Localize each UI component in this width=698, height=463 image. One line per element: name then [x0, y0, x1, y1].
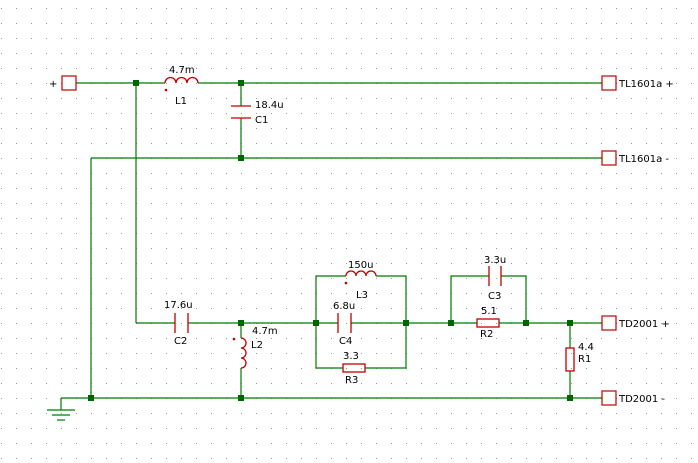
- wire: [501, 275, 527, 323]
- capacitor-C1-icon[interactable]: [231, 105, 251, 119]
- R3-ref: R3: [345, 375, 358, 386]
- C1-ref: C1: [255, 115, 268, 126]
- port-tl1601a-plus[interactable]: [601, 75, 617, 91]
- resistor-R2-icon[interactable]: [476, 318, 500, 328]
- L1-ref: L1: [175, 96, 187, 107]
- L2-ref: L2: [251, 340, 263, 351]
- port-label-tl1601a-plus: TL1601a +: [618, 79, 674, 90]
- polarity-dot: [232, 337, 236, 341]
- C2-ref: C2: [174, 336, 187, 347]
- R2-ref: R2: [480, 329, 493, 340]
- junction-dot: [133, 80, 139, 86]
- wires: [61, 82, 602, 399]
- inductor-L1-icon[interactable]: [164, 76, 199, 84]
- C1-value: 18.4u: [255, 100, 284, 111]
- grid-dots: [1, 8, 692, 459]
- wire: [450, 275, 489, 323]
- junction-dot: [448, 320, 454, 326]
- R1-value: 4.4: [578, 342, 594, 353]
- junction-dot: [238, 320, 244, 326]
- L1-value: 4.7m: [169, 65, 195, 76]
- junction-dot: [238, 80, 244, 86]
- L3-value: 150u: [348, 260, 373, 271]
- junction-dot: [403, 320, 409, 326]
- wire: [376, 275, 407, 323]
- components: [164, 76, 575, 373]
- port-tl1601a-minus[interactable]: [601, 150, 617, 166]
- junction-dot: [238, 155, 244, 161]
- R3-value: 3.3: [343, 351, 359, 362]
- inductor-L3-icon[interactable]: [345, 270, 377, 277]
- port-label-tl1601a-minus: TL1601a -: [618, 154, 669, 165]
- ground-icon: [47, 398, 75, 421]
- port-label-td2001-minus: TD2001 -: [618, 394, 665, 405]
- inductor-L2-icon[interactable]: [240, 337, 247, 369]
- resistor-R1-icon[interactable]: [565, 347, 575, 372]
- port-label-input-plus: +: [49, 79, 57, 90]
- junctions: [88, 80, 573, 401]
- junction-dot: [88, 395, 94, 401]
- polarity-dots: [164, 88, 348, 341]
- C3-value: 3.3u: [484, 255, 506, 266]
- C4-ref: C4: [339, 336, 352, 347]
- junction-dot: [238, 395, 244, 401]
- junction-dot: [567, 395, 573, 401]
- L2-value: 4.7m: [252, 326, 278, 337]
- junction-dot: [567, 320, 573, 326]
- capacitor-C3-icon[interactable]: [488, 266, 502, 286]
- resistor-R3-icon[interactable]: [342, 363, 366, 373]
- port-input-plus[interactable]: [61, 75, 77, 91]
- wire: [315, 275, 346, 323]
- wire: [365, 323, 407, 369]
- R1-ref: R1: [578, 354, 591, 365]
- junction-dot: [313, 320, 319, 326]
- C2-value: 17.6u: [164, 300, 193, 311]
- capacitor-C2-icon[interactable]: [174, 313, 189, 333]
- C3-ref: C3: [488, 291, 501, 302]
- port-td2001-plus[interactable]: [601, 315, 617, 331]
- capacitor-C4-icon[interactable]: [337, 313, 352, 333]
- polarity-dot: [164, 88, 168, 92]
- ports: [61, 75, 617, 406]
- R2-value: 5.1: [481, 306, 497, 317]
- polarity-dot: [344, 281, 348, 285]
- junction-dot: [523, 320, 529, 326]
- C4-value: 6.8u: [333, 301, 355, 312]
- port-td2001-minus[interactable]: [601, 390, 617, 406]
- port-label-td2001-plus: TD2001 +: [618, 319, 670, 330]
- wire: [315, 323, 343, 369]
- L3-ref: L3: [356, 290, 368, 301]
